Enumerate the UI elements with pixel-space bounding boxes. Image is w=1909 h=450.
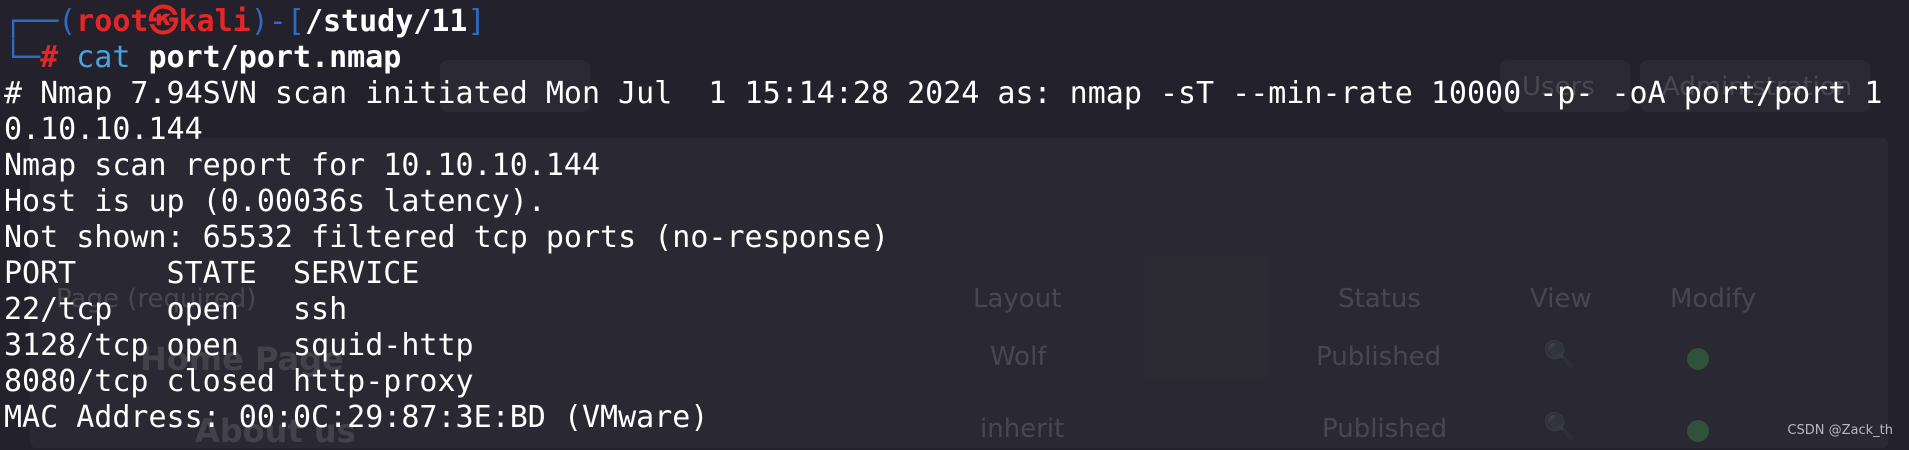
output-line: PORT STATE SERVICE <box>4 256 420 291</box>
prompt-line: ┌──(root㉿kali)-[/study/11] <box>4 4 1909 40</box>
output-line: Nmap scan report for 10.10.10.144 <box>4 148 601 183</box>
output-line: Not shown: 65532 filtered tcp ports (no-… <box>4 220 890 255</box>
output-line: 22/tcp open ssh <box>4 292 348 327</box>
terminal-output[interactable]: ┌──(root㉿kali)-[/study/11] └─# cat port/… <box>4 4 1909 436</box>
prompt-hash: # <box>40 40 59 75</box>
prompt-host: kali <box>178 4 251 39</box>
prompt-user: root <box>76 4 149 39</box>
prompt-box-top: ┌──( <box>4 4 77 39</box>
output-line: # Nmap 7.94SVN scan initiated Mon Jul 1 … <box>4 76 1883 111</box>
command-name: cat <box>76 40 131 75</box>
prompt-box-bottom: └─ <box>4 40 41 75</box>
prompt-separator: )-[ <box>250 4 305 39</box>
output-line: Host is up (0.00036s latency). <box>4 184 546 219</box>
output-line: 3128/tcp open squid-http <box>4 328 474 363</box>
prompt-at-symbol: ㉿ <box>148 4 179 39</box>
output-line: 8080/tcp closed http-proxy <box>4 364 474 399</box>
watermark: CSDN @Zack_th <box>1787 423 1893 438</box>
command-argument: port/port.nmap <box>148 40 402 75</box>
prompt-path: /study/11 <box>304 4 468 39</box>
prompt-close-bracket: ] <box>467 4 486 39</box>
output-line: 0.10.10.144 <box>4 112 203 147</box>
output-line: MAC Address: 00:0C:29:87:3E:BD (VMware) <box>4 400 709 435</box>
command-line: └─# cat port/port.nmap <box>4 40 1909 76</box>
